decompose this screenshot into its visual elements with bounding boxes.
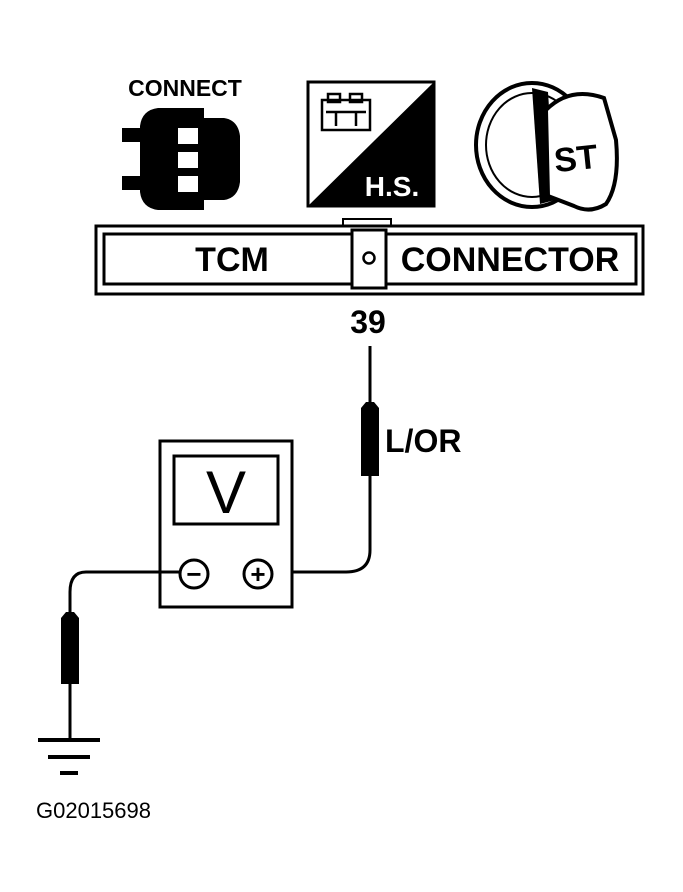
voltmeter-display: V bbox=[206, 459, 246, 526]
hs-label: H.S. bbox=[365, 171, 419, 202]
negative-probe bbox=[61, 570, 180, 738]
terminal-number: 39 bbox=[350, 304, 386, 340]
negative-sign: − bbox=[186, 559, 201, 589]
wire-color-label: L/OR bbox=[385, 423, 461, 459]
positive-terminal-icon bbox=[242, 558, 274, 590]
figure-id: G02015698 bbox=[36, 798, 151, 823]
ground-symbol-icon bbox=[38, 738, 100, 775]
tcm-label: TCM bbox=[195, 241, 269, 279]
voltmeter: V − + bbox=[158, 439, 294, 609]
st-label: ST bbox=[552, 138, 599, 180]
connect-label: CONNECT bbox=[128, 75, 242, 101]
connector-label: CONNECTOR bbox=[401, 241, 620, 279]
connector-plug-icon: CONNECT bbox=[122, 75, 242, 210]
negative-terminal-icon bbox=[178, 558, 210, 590]
terminal-pin-icon bbox=[362, 251, 376, 265]
tcm-connector: TCM CONNECTOR bbox=[94, 218, 645, 296]
ignition-key-start-icon: ST bbox=[474, 81, 619, 212]
positive-sign: + bbox=[250, 559, 265, 589]
harness-side-icon: H.S. bbox=[306, 80, 436, 208]
positive-probe bbox=[276, 346, 379, 574]
